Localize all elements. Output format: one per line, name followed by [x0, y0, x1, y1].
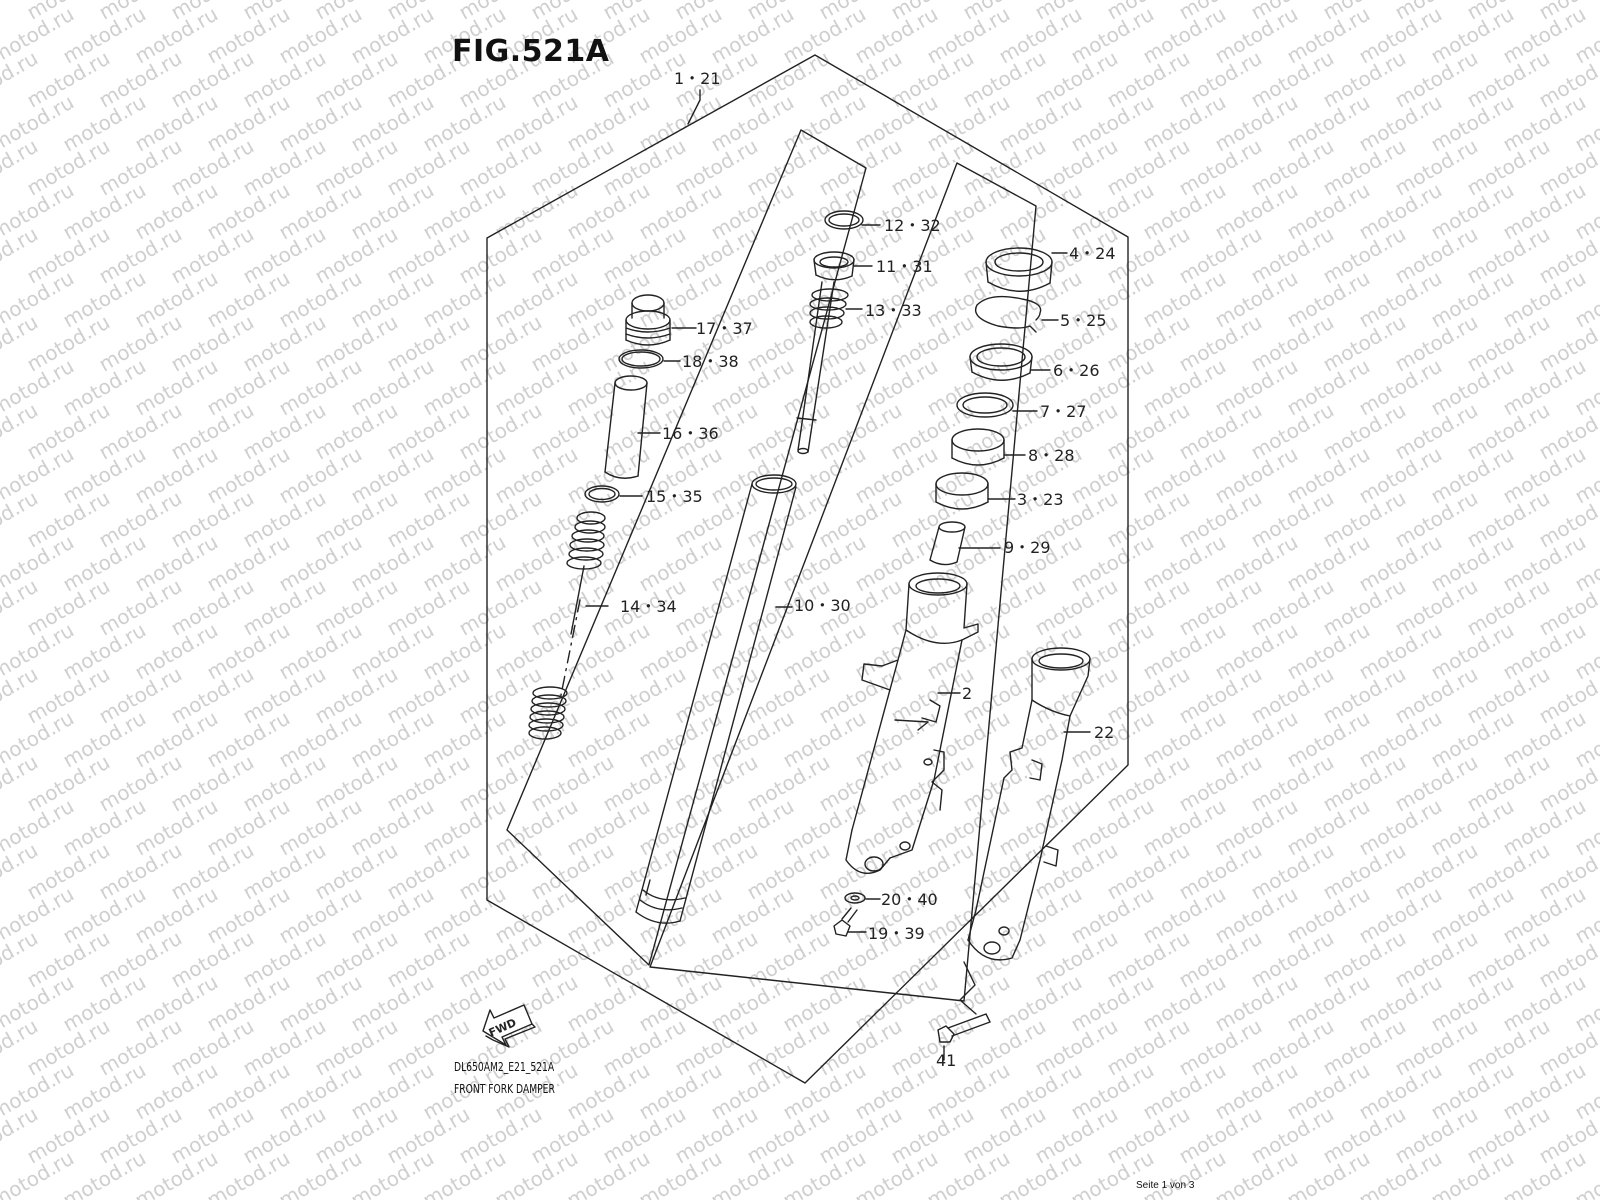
bolt-icon: [833, 907, 858, 937]
callout-spacer: 16・36: [662, 424, 719, 443]
callout-top-cap: 17・37: [696, 319, 753, 338]
callout-guide-bushing: 8・28: [1028, 446, 1075, 465]
callout-oil-lock-piece: 9・29: [1004, 538, 1051, 557]
callout-dust-seal: 4・24: [1069, 244, 1116, 263]
cap-ring-icon: [824, 210, 864, 230]
washer-icon: [584, 485, 620, 503]
oil-lock-piece-icon: [929, 521, 966, 566]
outer-frame: [486, 54, 1129, 1084]
callout-stopper-ring: 5・25: [1060, 311, 1107, 330]
inner-tube-icon: [635, 474, 797, 924]
diagram-name: FRONT FORK DAMPER: [454, 1082, 555, 1096]
oil-seal-icon: [969, 343, 1033, 381]
callout-outer-tube-left: 2: [962, 684, 972, 703]
dust-seal-icon: [985, 247, 1053, 292]
outer-tube-left-icon: [845, 572, 979, 874]
spring-icon: [528, 511, 606, 740]
top-cap-icon: [625, 294, 671, 346]
fwd-arrow-icon: [482, 1004, 533, 1046]
axle-bolt-icon: [937, 1013, 991, 1043]
leader-top-assembly: [687, 89, 701, 125]
callout-top-assembly: 1・21: [674, 69, 721, 88]
cap-bolt-inner-icon: [813, 251, 855, 281]
stopper-ring-icon: [974, 295, 1042, 333]
callout-labels: 1・21 12・32 11・31 13・33 17・37 18・38 16・36…: [620, 69, 1116, 1070]
guide-bushing-icon: [951, 428, 1005, 466]
seal-frame: [649, 162, 1037, 1002]
o-ring-icon: [618, 349, 664, 369]
gasket-icon: [844, 892, 866, 904]
callout-axle-bolt: 41: [936, 1051, 956, 1070]
rod-spring-icon: [809, 288, 849, 329]
outer-tube-right-icon: [967, 647, 1091, 961]
callout-slide-bushing: 3・23: [1017, 490, 1064, 509]
callout-oil-seal: 6・26: [1053, 361, 1100, 380]
slide-bushing-icon: [935, 472, 989, 510]
rod-frame: [506, 129, 867, 966]
callout-o-ring: 18・38: [682, 352, 739, 371]
damper-rod-icon: [796, 281, 835, 455]
diagram-code: DL650AM2_E21_521A: [454, 1060, 555, 1074]
callout-cap-bolt-inner: 11・31: [876, 257, 933, 276]
figure-title: FIG.521A: [452, 34, 610, 69]
callout-outer-tube-right: 22: [1094, 723, 1114, 742]
callout-bolt: 19・39: [868, 924, 925, 943]
seal-retainer-icon: [956, 392, 1014, 418]
callout-inner-tube: 10・30: [794, 596, 851, 615]
callout-gasket: 20・40: [881, 890, 938, 909]
callout-cap-ring: 12・32: [884, 216, 941, 235]
page-note: Seite 1 von 3: [1136, 1180, 1195, 1191]
callout-seal-retainer: 7・27: [1040, 402, 1087, 421]
spacer-icon: [604, 375, 648, 479]
callout-rod-spring: 13・33: [865, 301, 922, 320]
callout-washer: 15・35: [646, 487, 703, 506]
callout-spring: 14・34: [620, 597, 677, 616]
